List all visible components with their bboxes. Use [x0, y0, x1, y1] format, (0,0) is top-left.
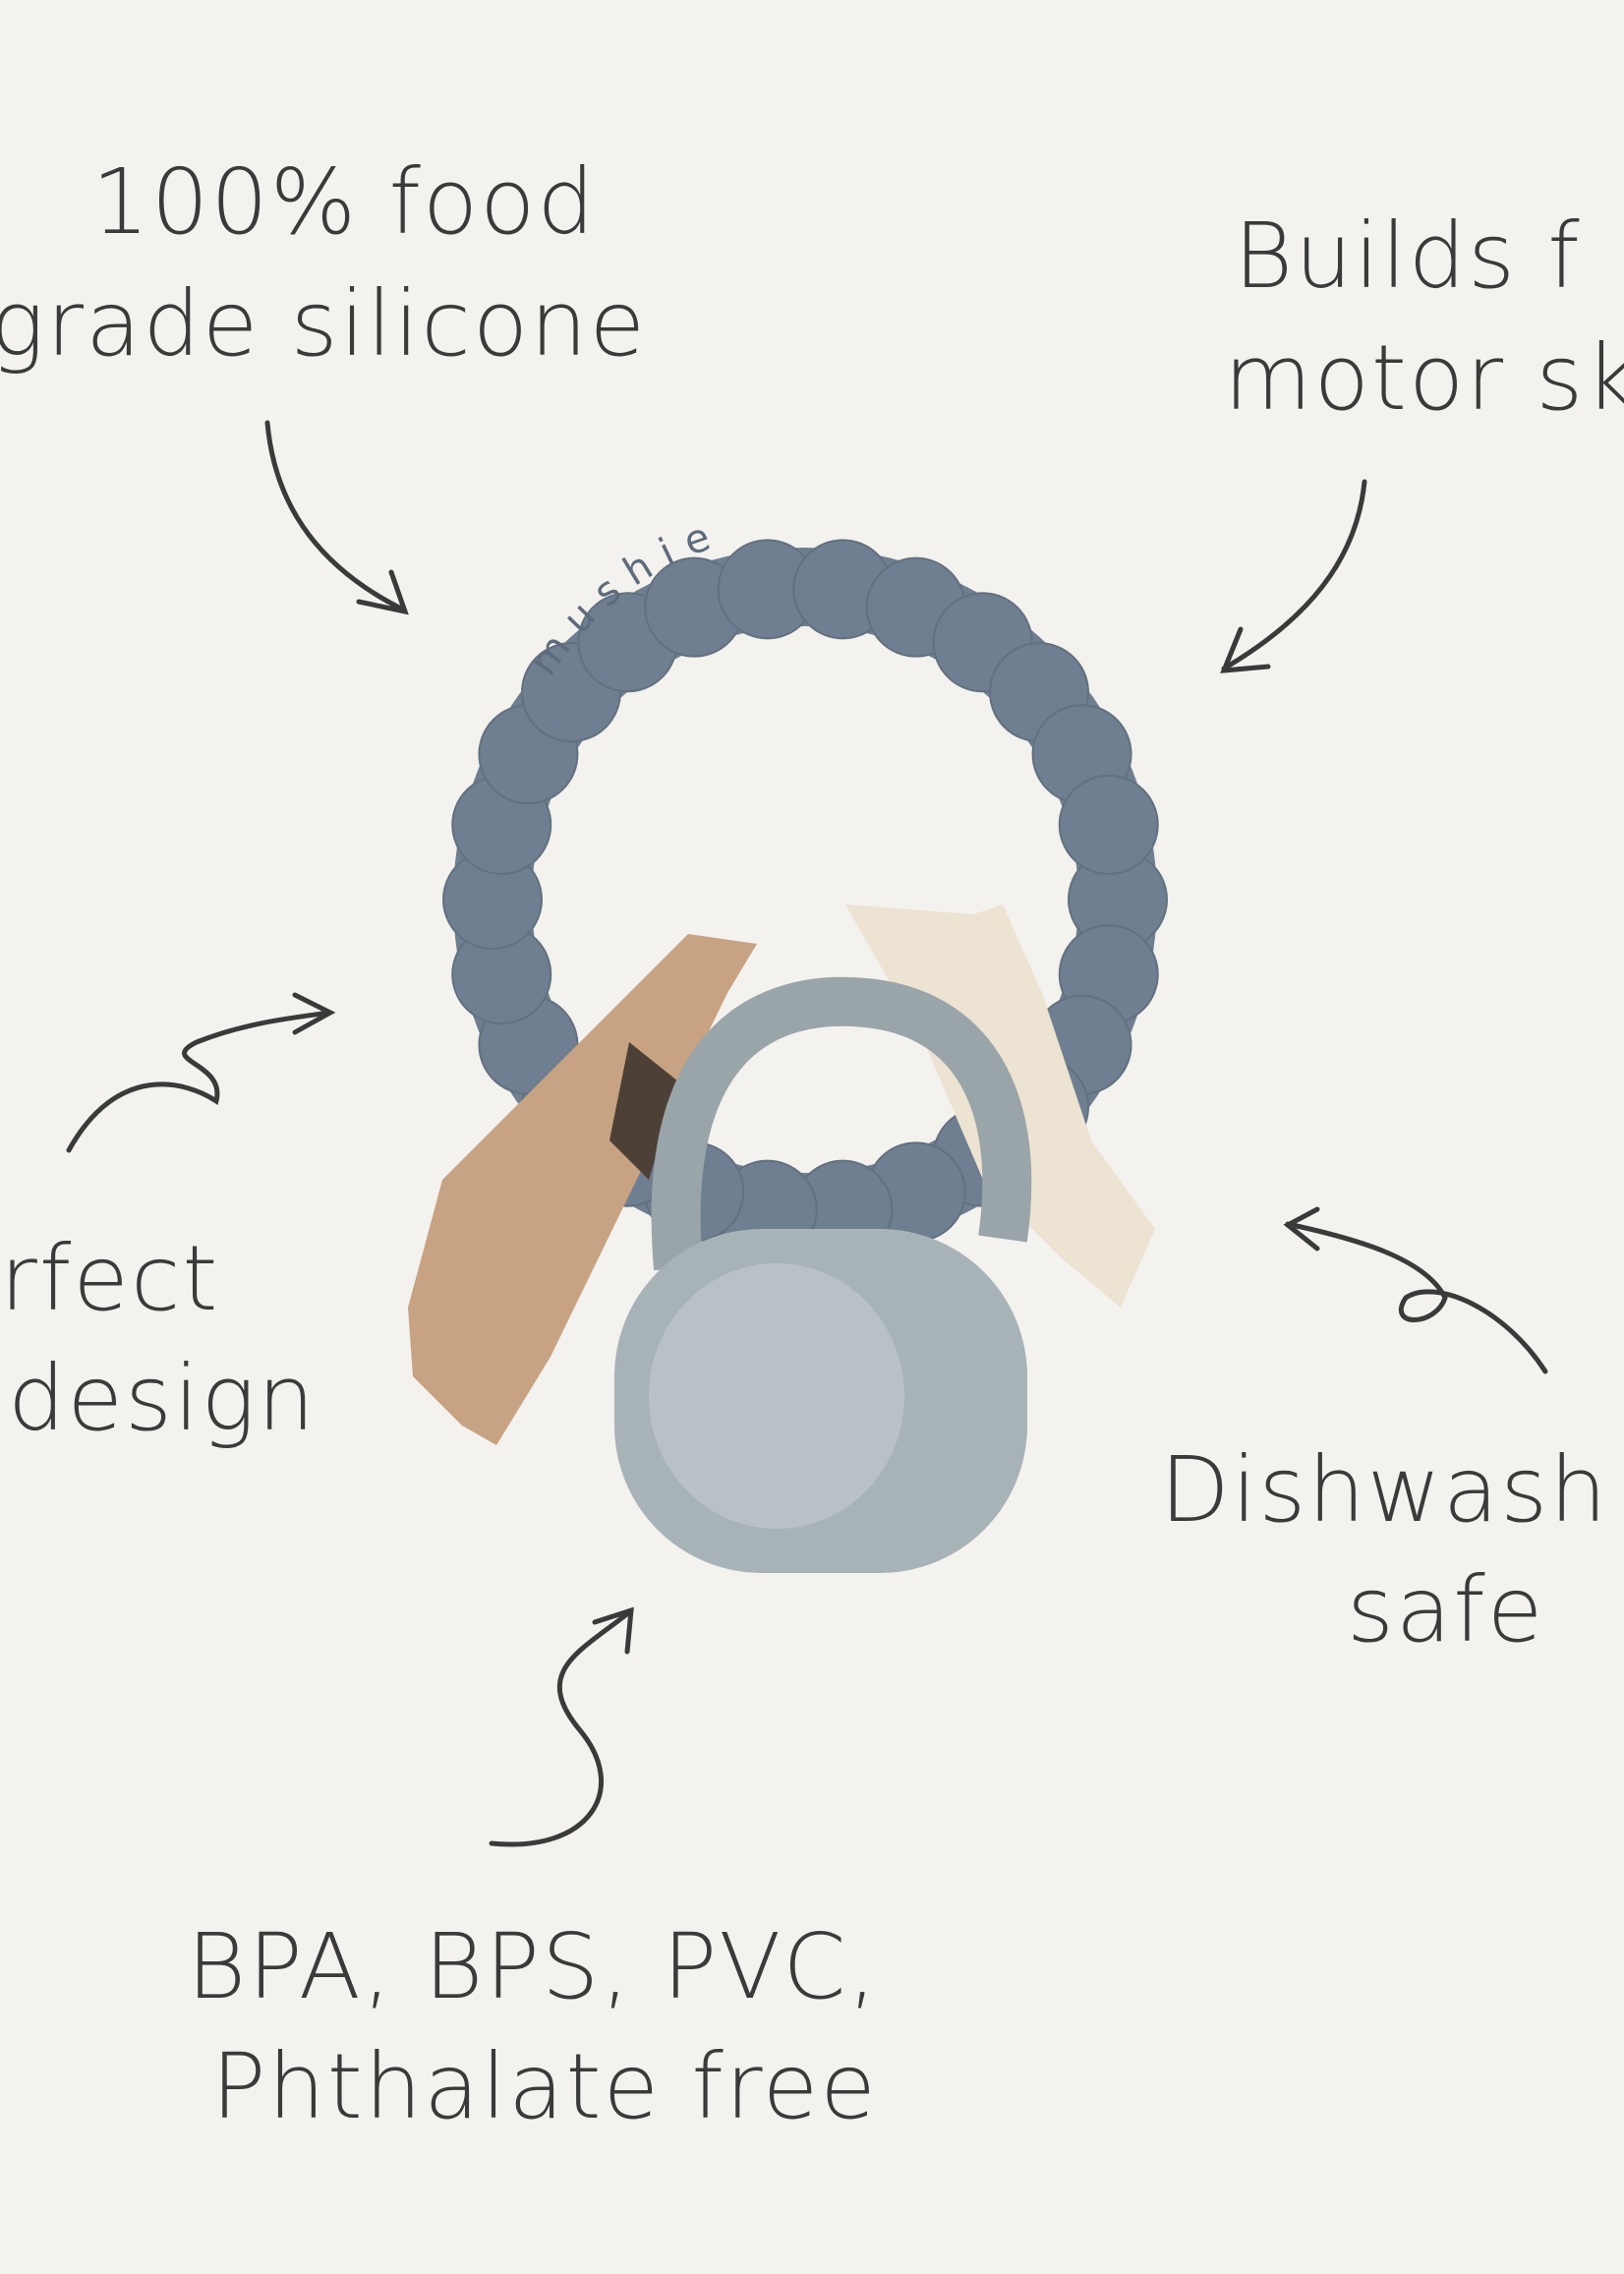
rocket-teether: [408, 934, 757, 1445]
annotation-silicone: 100% food grade silicone: [0, 157, 688, 370]
annotation-line: rfect: [0, 1226, 220, 1331]
annotation-line: motor sk: [1224, 325, 1624, 431]
annotation-motor-skills: Builds f motor sk: [1224, 211, 1624, 424]
annotation-bpa-free: BPA, BPS, PVC, Phthalate free: [187, 1922, 879, 2132]
arrow-icon: [66, 992, 336, 1153]
annotation-line: Builds f: [1234, 204, 1582, 309]
annotation-line: grade silicone: [0, 271, 648, 377]
annotation-line: 100% food: [91, 149, 597, 255]
astronaut-teether: [614, 976, 1032, 1573]
annotation-line: design: [8, 1346, 318, 1451]
annotation-dishwasher: Dishwash safe: [1160, 1445, 1609, 1656]
arrow-icon: [489, 1606, 634, 1847]
ring-bead: [1058, 774, 1159, 875]
arrow-icon: [1283, 1206, 1548, 1374]
arrow-icon: [264, 420, 409, 615]
annotation-line: safe: [1347, 1557, 1545, 1662]
annotation-design: rfect design: [0, 1234, 317, 1444]
annotation-arrows: [66, 420, 1548, 1847]
arrow-icon: [1220, 479, 1367, 673]
annotation-line: Phthalate free: [211, 2034, 878, 2139]
annotation-line: Dishwash: [1160, 1437, 1609, 1543]
annotation-line: BPA, BPS, PVC,: [187, 1914, 879, 2019]
